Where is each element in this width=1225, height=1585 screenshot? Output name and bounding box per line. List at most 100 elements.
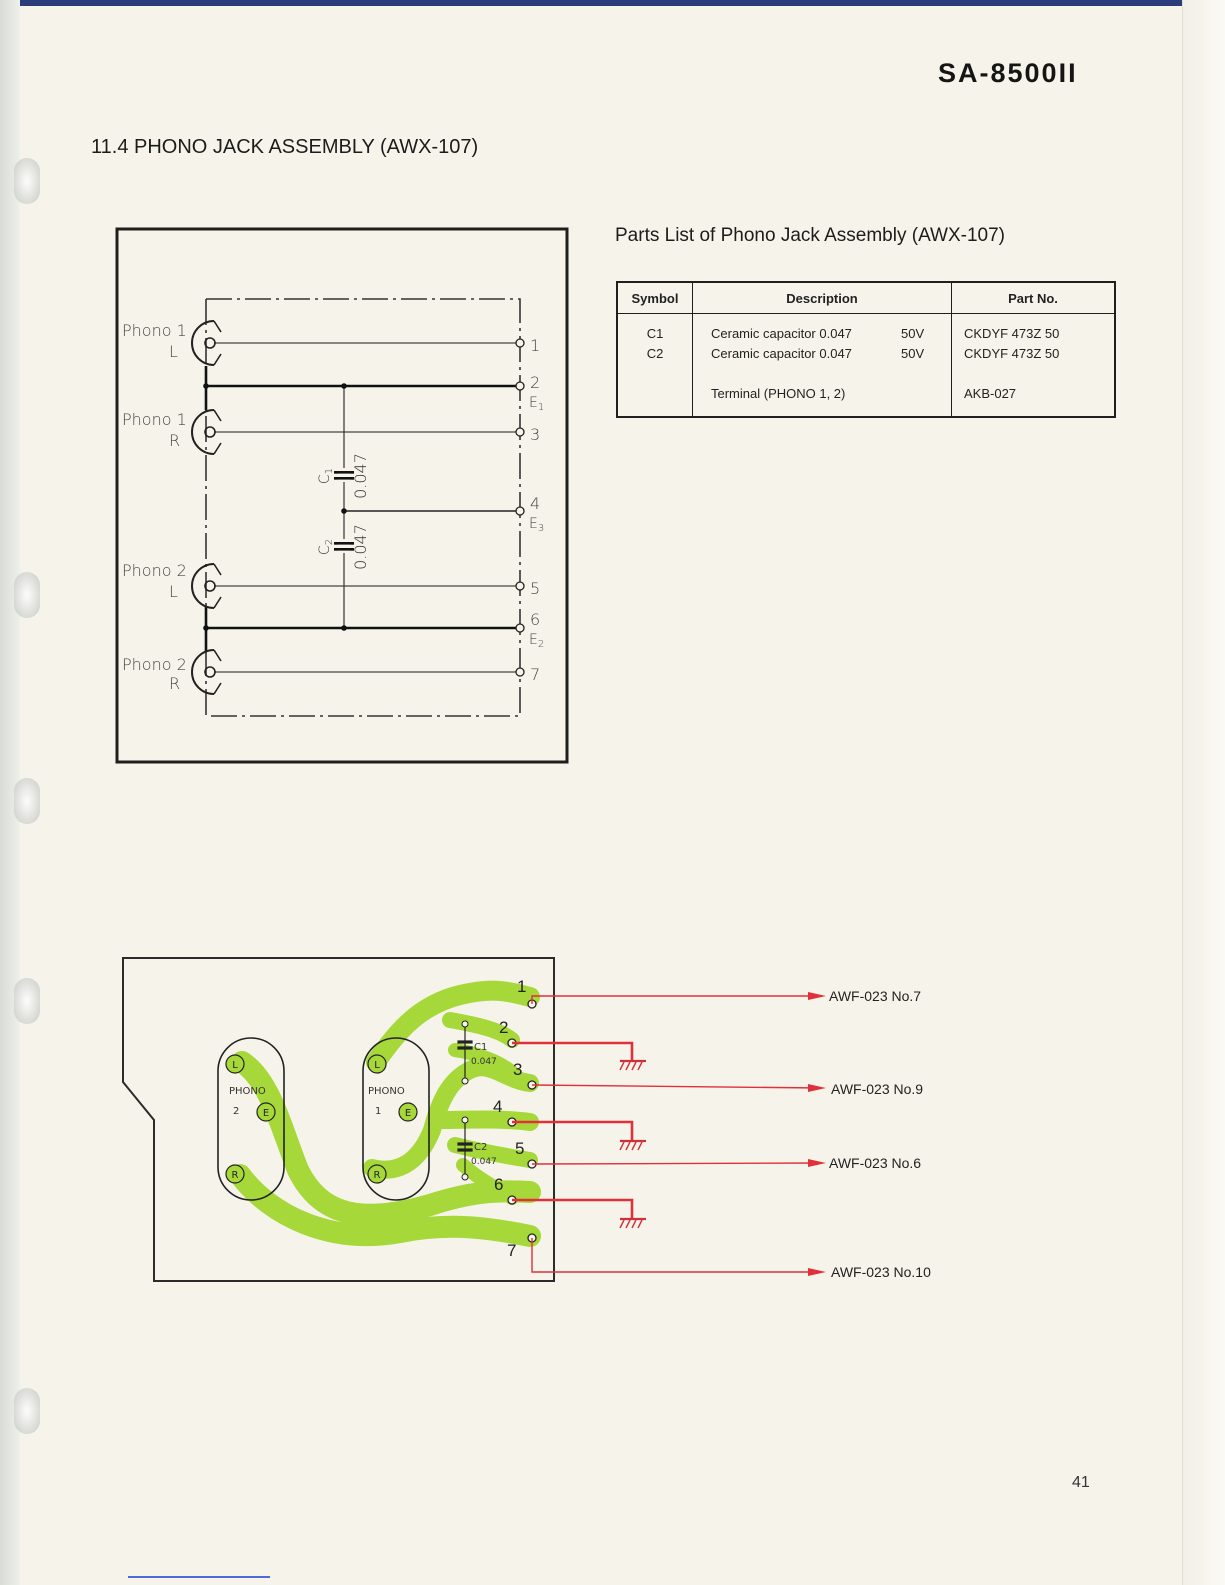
binder-hole bbox=[14, 778, 40, 824]
junction-dot bbox=[203, 383, 209, 389]
pad-letter-e: E bbox=[405, 1108, 411, 1119]
arrow-right-icon bbox=[808, 1268, 826, 1276]
wire-terminal-2-ground bbox=[512, 1041, 634, 1060]
jack-channel-l: L bbox=[169, 582, 178, 601]
junction-dot bbox=[341, 625, 347, 631]
pcb-jack-outline-phono1 bbox=[362, 1037, 430, 1201]
table-row: C1 C2 Ceramic capacitor 0.047 50V Ceramic… bbox=[616, 313, 1116, 417]
binder-hole bbox=[14, 1388, 40, 1434]
capacitor-c2-value: 0.047 bbox=[351, 524, 370, 570]
terminal-4 bbox=[515, 506, 525, 516]
pad-letter-l: L bbox=[374, 1060, 380, 1071]
svg-text:E1: E1 bbox=[529, 395, 544, 413]
pcb-layout: L E R L E R PHONO 2 PHONO 1 bbox=[122, 957, 931, 1282]
phono-jack-icon bbox=[191, 320, 222, 366]
part-no-cell: CKDYF 473Z 50 CKDYF 473Z 50 AKB-027 bbox=[951, 313, 1116, 417]
connection-label-no7: AWF-023 No.7 bbox=[829, 988, 921, 1004]
pad-l bbox=[225, 1054, 245, 1074]
terminal-label-6: 6 bbox=[530, 610, 540, 629]
pcb-jack-label-phono1: PHONO bbox=[368, 1086, 405, 1097]
arrow-right-icon bbox=[808, 1159, 826, 1167]
capacitor-c2-sub: 2 bbox=[324, 539, 335, 545]
wiring bbox=[512, 995, 823, 1273]
bottom-rule bbox=[128, 1576, 270, 1578]
pcb-capacitor-c1-ref: C1 bbox=[474, 1042, 487, 1053]
terminal-label-1: 1 bbox=[530, 336, 540, 355]
wire-terminal-1 bbox=[531, 995, 822, 1004]
pad-r bbox=[367, 1164, 387, 1184]
pcb-capacitor-c2-value: 0.047 bbox=[471, 1157, 497, 1167]
part-no-terminal: AKB-027 bbox=[964, 386, 1017, 401]
wire-terminal-7 bbox=[531, 1238, 822, 1273]
rating-c2: 50V bbox=[901, 346, 925, 361]
terminal-1 bbox=[515, 338, 525, 348]
wire-terminal-3 bbox=[531, 1084, 823, 1089]
ground-label-e2: E bbox=[529, 632, 538, 648]
wire-terminal-4-ground bbox=[512, 1120, 634, 1140]
part-no-c2: CKDYF 473Z 50 bbox=[964, 346, 1060, 361]
column-header-description: Description bbox=[692, 281, 952, 314]
pcb-terminal-label-3: 3 bbox=[513, 1060, 522, 1079]
terminal-label-7: 7 bbox=[530, 665, 540, 684]
symbol-c2: C2 bbox=[646, 346, 664, 361]
pad-e bbox=[398, 1102, 418, 1122]
pcb-outline bbox=[122, 957, 555, 1282]
pcb-terminal-label-1: 1 bbox=[517, 977, 526, 996]
binder-hole bbox=[14, 572, 40, 618]
pad-l bbox=[367, 1054, 387, 1074]
svg-text:E2: E2 bbox=[529, 632, 544, 650]
ground-icons bbox=[619, 1059, 646, 1229]
page-edge bbox=[1182, 0, 1225, 1585]
pcb-capacitor-c2-ref: C2 bbox=[474, 1142, 487, 1153]
jack-label-phono2-l: Phono 2 bbox=[122, 561, 187, 580]
terminal-label-3: 3 bbox=[530, 425, 540, 444]
pcb-jack-number-1: 1 bbox=[375, 1106, 381, 1117]
phono-jack-icon bbox=[191, 563, 222, 609]
part-no-c1: CKDYF 473Z 50 bbox=[964, 326, 1060, 341]
arrow-icons bbox=[808, 992, 826, 1276]
pcb-terminal-label-5: 5 bbox=[515, 1139, 524, 1158]
description-c2: Ceramic capacitor 0.047 bbox=[711, 346, 852, 361]
connection-label-no10: AWF-023 No.10 bbox=[831, 1264, 931, 1280]
pad-letter-e: E bbox=[263, 1108, 269, 1119]
capacitor-c1-sub: 1 bbox=[324, 468, 335, 474]
capacitor-c1-ref: C bbox=[317, 474, 333, 484]
connection-label-no6: AWF-023 No.6 bbox=[829, 1155, 921, 1171]
terminal-6 bbox=[515, 623, 525, 633]
ground-label-e2-sub: 2 bbox=[538, 639, 544, 650]
terminal-3 bbox=[515, 427, 525, 437]
pad-letter-r: R bbox=[374, 1170, 381, 1181]
pad-letter-l: L bbox=[232, 1060, 238, 1071]
ground-label-e3: E bbox=[529, 516, 538, 532]
jack-channel-l: L bbox=[169, 342, 178, 361]
wire-terminal-6-ground bbox=[512, 1198, 634, 1218]
jack-label-phono1-l: Phono 1 bbox=[122, 321, 187, 340]
column-header-symbol: Symbol bbox=[616, 281, 693, 314]
ground-label-e3-sub: 3 bbox=[538, 523, 544, 534]
pcb-terminal-label-7: 7 bbox=[507, 1241, 516, 1260]
symbol-cell: C1 C2 bbox=[616, 313, 693, 417]
symbol-c1: C1 bbox=[646, 326, 664, 341]
terminal-label-5: 5 bbox=[530, 579, 540, 598]
parts-table: Symbol Description Part No. C1 C2 Cerami… bbox=[616, 281, 1116, 418]
pcb-jack-number-2: 2 bbox=[233, 1106, 239, 1117]
section-title: 11.4 PHONO JACK ASSEMBLY (AWX-107) bbox=[91, 136, 479, 158]
pcb-jack-outline-phono2 bbox=[217, 1037, 285, 1201]
jack-channel-r: R bbox=[169, 674, 180, 693]
wire-terminal-5 bbox=[531, 1162, 823, 1165]
ground-icon bbox=[619, 1139, 646, 1151]
pad-e bbox=[256, 1102, 276, 1122]
binder-hole bbox=[14, 978, 40, 1024]
capacitor-c1-value: 0.047 bbox=[351, 453, 370, 499]
pcb-terminal-label-4: 4 bbox=[493, 1097, 502, 1116]
pad-letter-r: R bbox=[232, 1170, 239, 1181]
pcb-terminal-label-2: 2 bbox=[499, 1018, 508, 1037]
terminal-label-4: 4 bbox=[530, 494, 540, 513]
capacitor-c2-ref: C bbox=[317, 545, 333, 555]
rating-c1: 50V bbox=[901, 326, 925, 341]
column-header-part-no: Part No. bbox=[951, 281, 1116, 314]
junction-dot bbox=[341, 508, 347, 514]
description-c1: Ceramic capacitor 0.047 bbox=[711, 326, 852, 341]
svg-text:C1: C1 bbox=[317, 468, 335, 484]
